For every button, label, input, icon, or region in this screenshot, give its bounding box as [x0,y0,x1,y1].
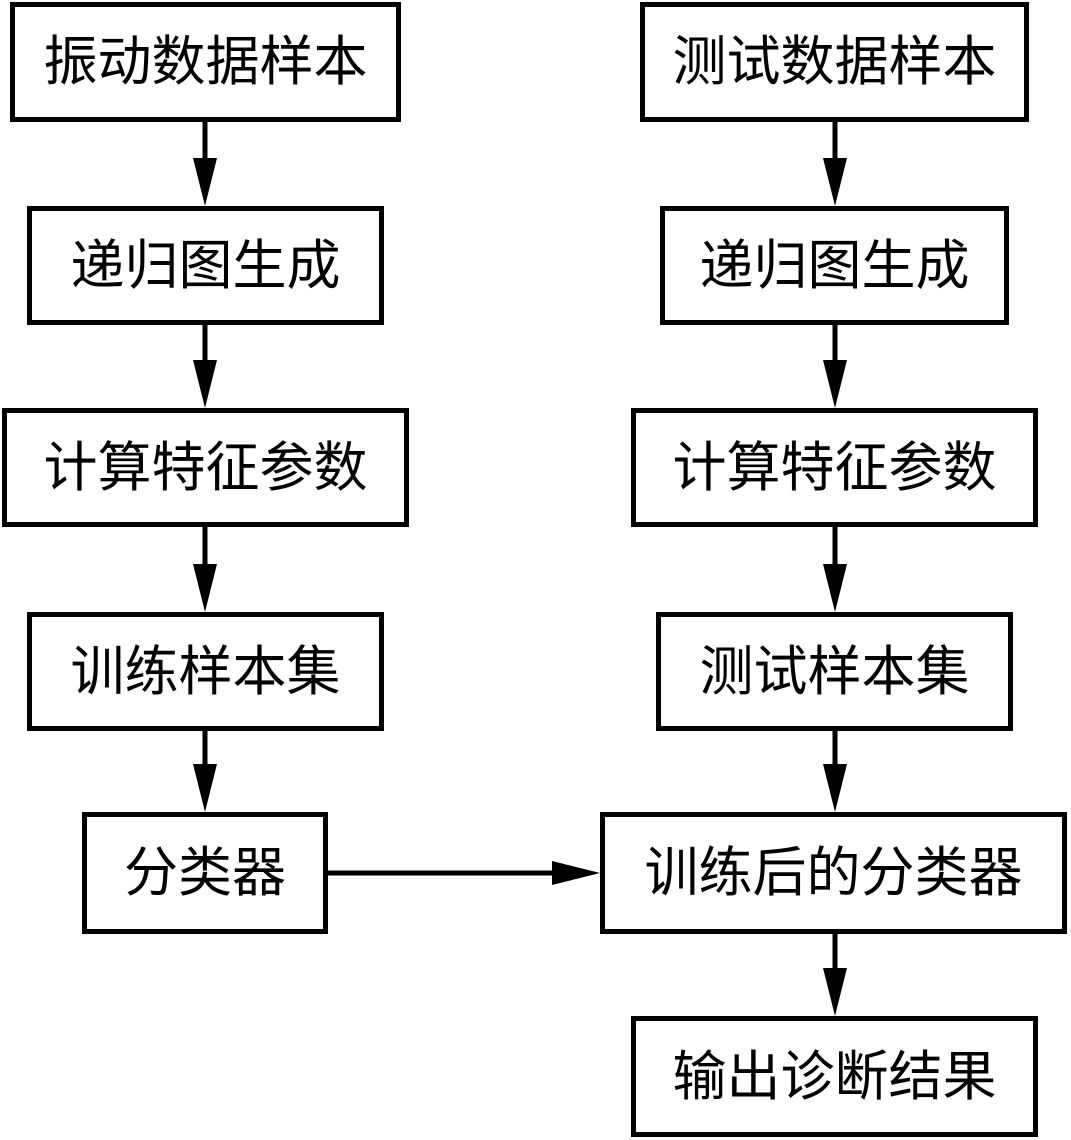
arrowhead-right-3 [823,564,847,612]
arrowhead-left-1 [193,158,217,206]
arrowhead-right-2 [823,360,847,408]
arrowhead-left-2 [193,360,217,408]
trained-classifier-label: 训练后的分类器 [644,841,1023,904]
output-diagnosis-result-label: 输出诊断结果 [672,1044,997,1108]
compute-feature-parameters-box-left: 计算特征参数 [2,408,409,527]
test-sample-set-box: 测试样本集 [656,612,1013,731]
output-diagnosis-result-box: 输出诊断结果 [631,1016,1038,1137]
classifier-label: 分类器 [124,841,286,904]
compute-feature-parameters-box-right: 计算特征参数 [631,408,1038,527]
recurrence-plot-generation-label-right: 递归图生成 [699,233,970,297]
arrowhead-classifier-to-trained [552,861,600,885]
training-sample-set-box: 训练样本集 [27,612,384,731]
classifier-box: 分类器 [82,812,328,934]
training-sample-set-label: 训练样本集 [70,639,341,703]
arrowhead-right-1 [823,158,847,206]
arrowhead-right-5 [823,968,847,1016]
test-sample-set-label: 测试样本集 [699,639,970,703]
arrowhead-left-4 [193,764,217,812]
compute-feature-parameters-label-right: 计算特征参数 [672,435,997,499]
arrowhead-left-3 [193,564,217,612]
vibration-data-sample-label: 振动数据样本 [43,30,368,93]
test-data-sample-label: 测试数据样本 [672,30,997,93]
trained-classifier-box: 训练后的分类器 [600,812,1067,934]
recurrence-plot-generation-box-right: 递归图生成 [660,206,1009,325]
test-data-sample-box: 测试数据样本 [640,2,1029,122]
vibration-data-sample-box: 振动数据样本 [10,2,401,122]
compute-feature-parameters-label-left: 计算特征参数 [43,435,368,499]
arrowhead-right-4 [823,764,847,812]
recurrence-plot-generation-label-left: 递归图生成 [70,233,341,297]
recurrence-plot-generation-box-left: 递归图生成 [27,206,384,325]
